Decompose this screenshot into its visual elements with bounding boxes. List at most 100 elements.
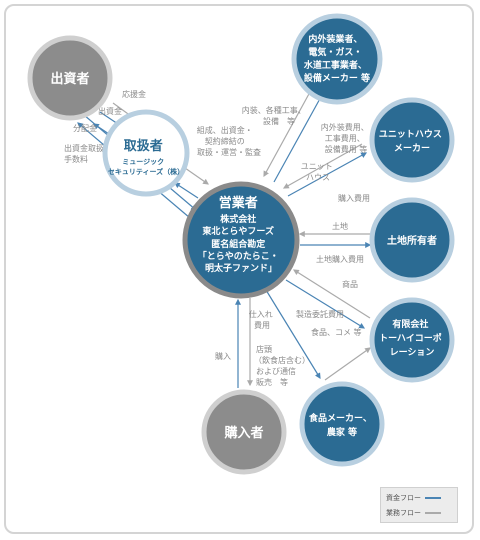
label-support-money: 応援金 [122,89,146,99]
legend-money-flow-swatch [425,497,442,499]
label-purchase-cost-2-line: 費用 [254,320,270,330]
node-contractors-line: 内外装業者、 [308,33,362,45]
node-agent-subline: ミュージック [122,157,164,166]
node-buyer: 購入者 [201,389,287,475]
legend-money-flow-label: 資金フロー [386,494,421,502]
node-center-subline: 株式会社 [220,213,256,225]
node-center-subline: 匿名組合勘定 [211,238,266,250]
legend-business-flow: 業務フロー [386,507,442,519]
node-contractors-text: 内外装業者、 電気・ガス・ 水道工事業者、 設備メーカー 等 [304,33,370,84]
node-agent-text: 取扱者 ミュージック セキュリティーズ（株） [108,135,184,176]
label-interior-cost-line: 設備費用 等 [325,144,368,154]
label-land: 土地 [332,221,348,231]
label-interior-work-line: 設備 等 [263,116,295,126]
node-landowner: 土地所有者 [369,197,455,283]
legend: 資金フロー 業務フロー [380,487,458,523]
label-interior-work: 内装、各種工事、 設備 等 [242,105,309,126]
label-food-rice: 食品、コメ 等 [311,327,362,337]
label-unithouse-goods-line: ユニット [301,162,333,171]
node-center-text: 営業者 株式会社 東北とらやフーズ 匿名組合勘定 「とらやのたらこ・ 明太子ファ… [198,192,285,274]
flow-agent-organize-line [184,167,209,185]
label-interior-cost-line: 内外装費用、 [321,122,369,132]
flow-contractor-work-line [263,91,311,178]
node-unithouse-circle [369,97,455,183]
node-agent: 取扱者 ミュージック セキュリティーズ（株） [102,109,190,197]
label-purchase-cost-2: 仕入れ 費用 [249,309,276,330]
flow-center-interior-cost-line [273,93,323,183]
flow-manufacturing-fee-line [285,279,366,329]
node-landowner-title: 土地所有者 [387,234,437,247]
flow-goods-line [292,269,371,319]
node-unithouse-line: メーカー [394,143,430,154]
node-contractors-line: 設備メーカー 等 [304,72,370,84]
label-unithouse-goods: ユニット ハウス [301,162,336,182]
label-fee-line: 手数料 [64,154,88,164]
node-contractors: 内外装業者、 電気・ガス・ 水道工事業者、 設備メーカー 等 [291,13,383,105]
label-interior-cost: 内外装費用、 工事費用、 設備費用 等 [321,122,372,154]
flow-food-rice-line [324,347,371,381]
legend-business-flow-label: 業務フロー [386,509,421,517]
node-center-title: 営業者 [219,195,258,211]
label-organize-line: 組成、出資金・ [197,125,253,135]
label-organize-line: 取扱・運営・監査 [197,147,261,157]
node-contractors-circle [291,13,383,105]
label-manufacturing-fee: 製造委託費用 [296,309,344,319]
node-tohaikopo-line: 有限会社 [392,318,428,330]
label-store-line: および通信 [256,366,296,376]
flow-labels: 応援金 出資金 分配金 出資金取扱 手数料 組成、出資金・ 契約締結の 取扱・運… [64,89,372,387]
label-purchase-cost: 購入費用 [338,193,370,203]
flow-center-unithouse-cost-line [287,152,368,197]
label-interior-work-line: 内装、各種工事、 [242,105,306,115]
node-foodmaker: 食品メーカー、 農家 等 [299,381,385,467]
node-contractors-line: 電気・ガス・ [308,46,362,58]
label-goods: 商品 [342,279,358,289]
label-unithouse-goods-line: ハウス [306,173,330,182]
node-investor: 出資者 [27,35,113,121]
label-interior-cost-line: 工事費用、 [325,133,365,143]
legend-business-flow-swatch [425,512,442,514]
node-foodmaker-circle [299,381,385,467]
flow-unithouse-goods-line [282,143,363,189]
label-purchase-cost-2-line: 仕入れ [249,309,273,319]
label-fee: 出資金取扱 手数料 [64,143,107,164]
node-foodmaker-line: 食品メーカー、 [308,412,372,424]
label-organize: 組成、出資金・ 契約締結の 取扱・運営・監査 [197,125,261,157]
label-land-purchase-cost: 土地購入費用 [316,254,364,264]
node-center-subline: 「とらやのたらこ・ [198,250,279,262]
node-center-subline: 明太子ファンド」 [205,262,277,274]
node-unithouse-line: ユニットハウス [379,129,442,140]
label-store: 店頭 （飲食店含む） および通信 販売 等 [254,344,313,387]
node-tohaikopo-line: レーション [390,347,435,358]
node-tohaikopo-circle [369,297,455,383]
label-store-line: 店頭 [256,344,272,354]
node-unithouse-text: ユニットハウス メーカー [379,129,445,154]
label-buy: 購入 [215,351,231,361]
node-unithouse: ユニットハウス メーカー [369,97,455,183]
node-agent-circle [102,109,190,197]
node-foodmaker-line: 農家 等 [327,426,357,438]
legend-money-flow: 資金フロー [386,492,442,504]
label-store-line: 販売 等 [256,377,288,387]
label-fee-line: 出資金取扱 [64,143,104,153]
node-investor-title: 出資者 [50,71,89,87]
node-center: 営業者 株式会社 東北とらやフーズ 匿名組合勘定 「とらやのたらこ・ 明太子ファ… [182,181,300,299]
node-tohaikopo-line: トーハイコーポ [379,332,442,344]
node-investor-circle [27,35,113,121]
node-contractors-line: 水道工事業者、 [304,59,367,71]
node-buyer-title: 購入者 [223,425,263,441]
label-store-line: （飲食店含む） [254,355,310,365]
node-landowner-circle [369,197,455,283]
node-center-circle [182,181,300,299]
label-distribution: 分配金 [73,123,97,133]
node-agent-title: 取扱者 [124,138,163,154]
node-tohaikopo-text: 有限会社 トーハイコーポ レーション [379,318,445,358]
node-buyer-circle [201,389,287,475]
label-investment: 出資金 [98,106,122,116]
flow-center-to-food-line [265,289,321,380]
node-tohaikopo: 有限会社 トーハイコーポ レーション [369,297,455,383]
flow-center-fee-line [173,182,199,199]
node-foodmaker-text: 食品メーカー、 農家 等 [308,412,375,438]
label-organize-line: 契約締結の [205,136,245,146]
node-agent-subline: セキュリティーズ（株） [108,167,184,176]
